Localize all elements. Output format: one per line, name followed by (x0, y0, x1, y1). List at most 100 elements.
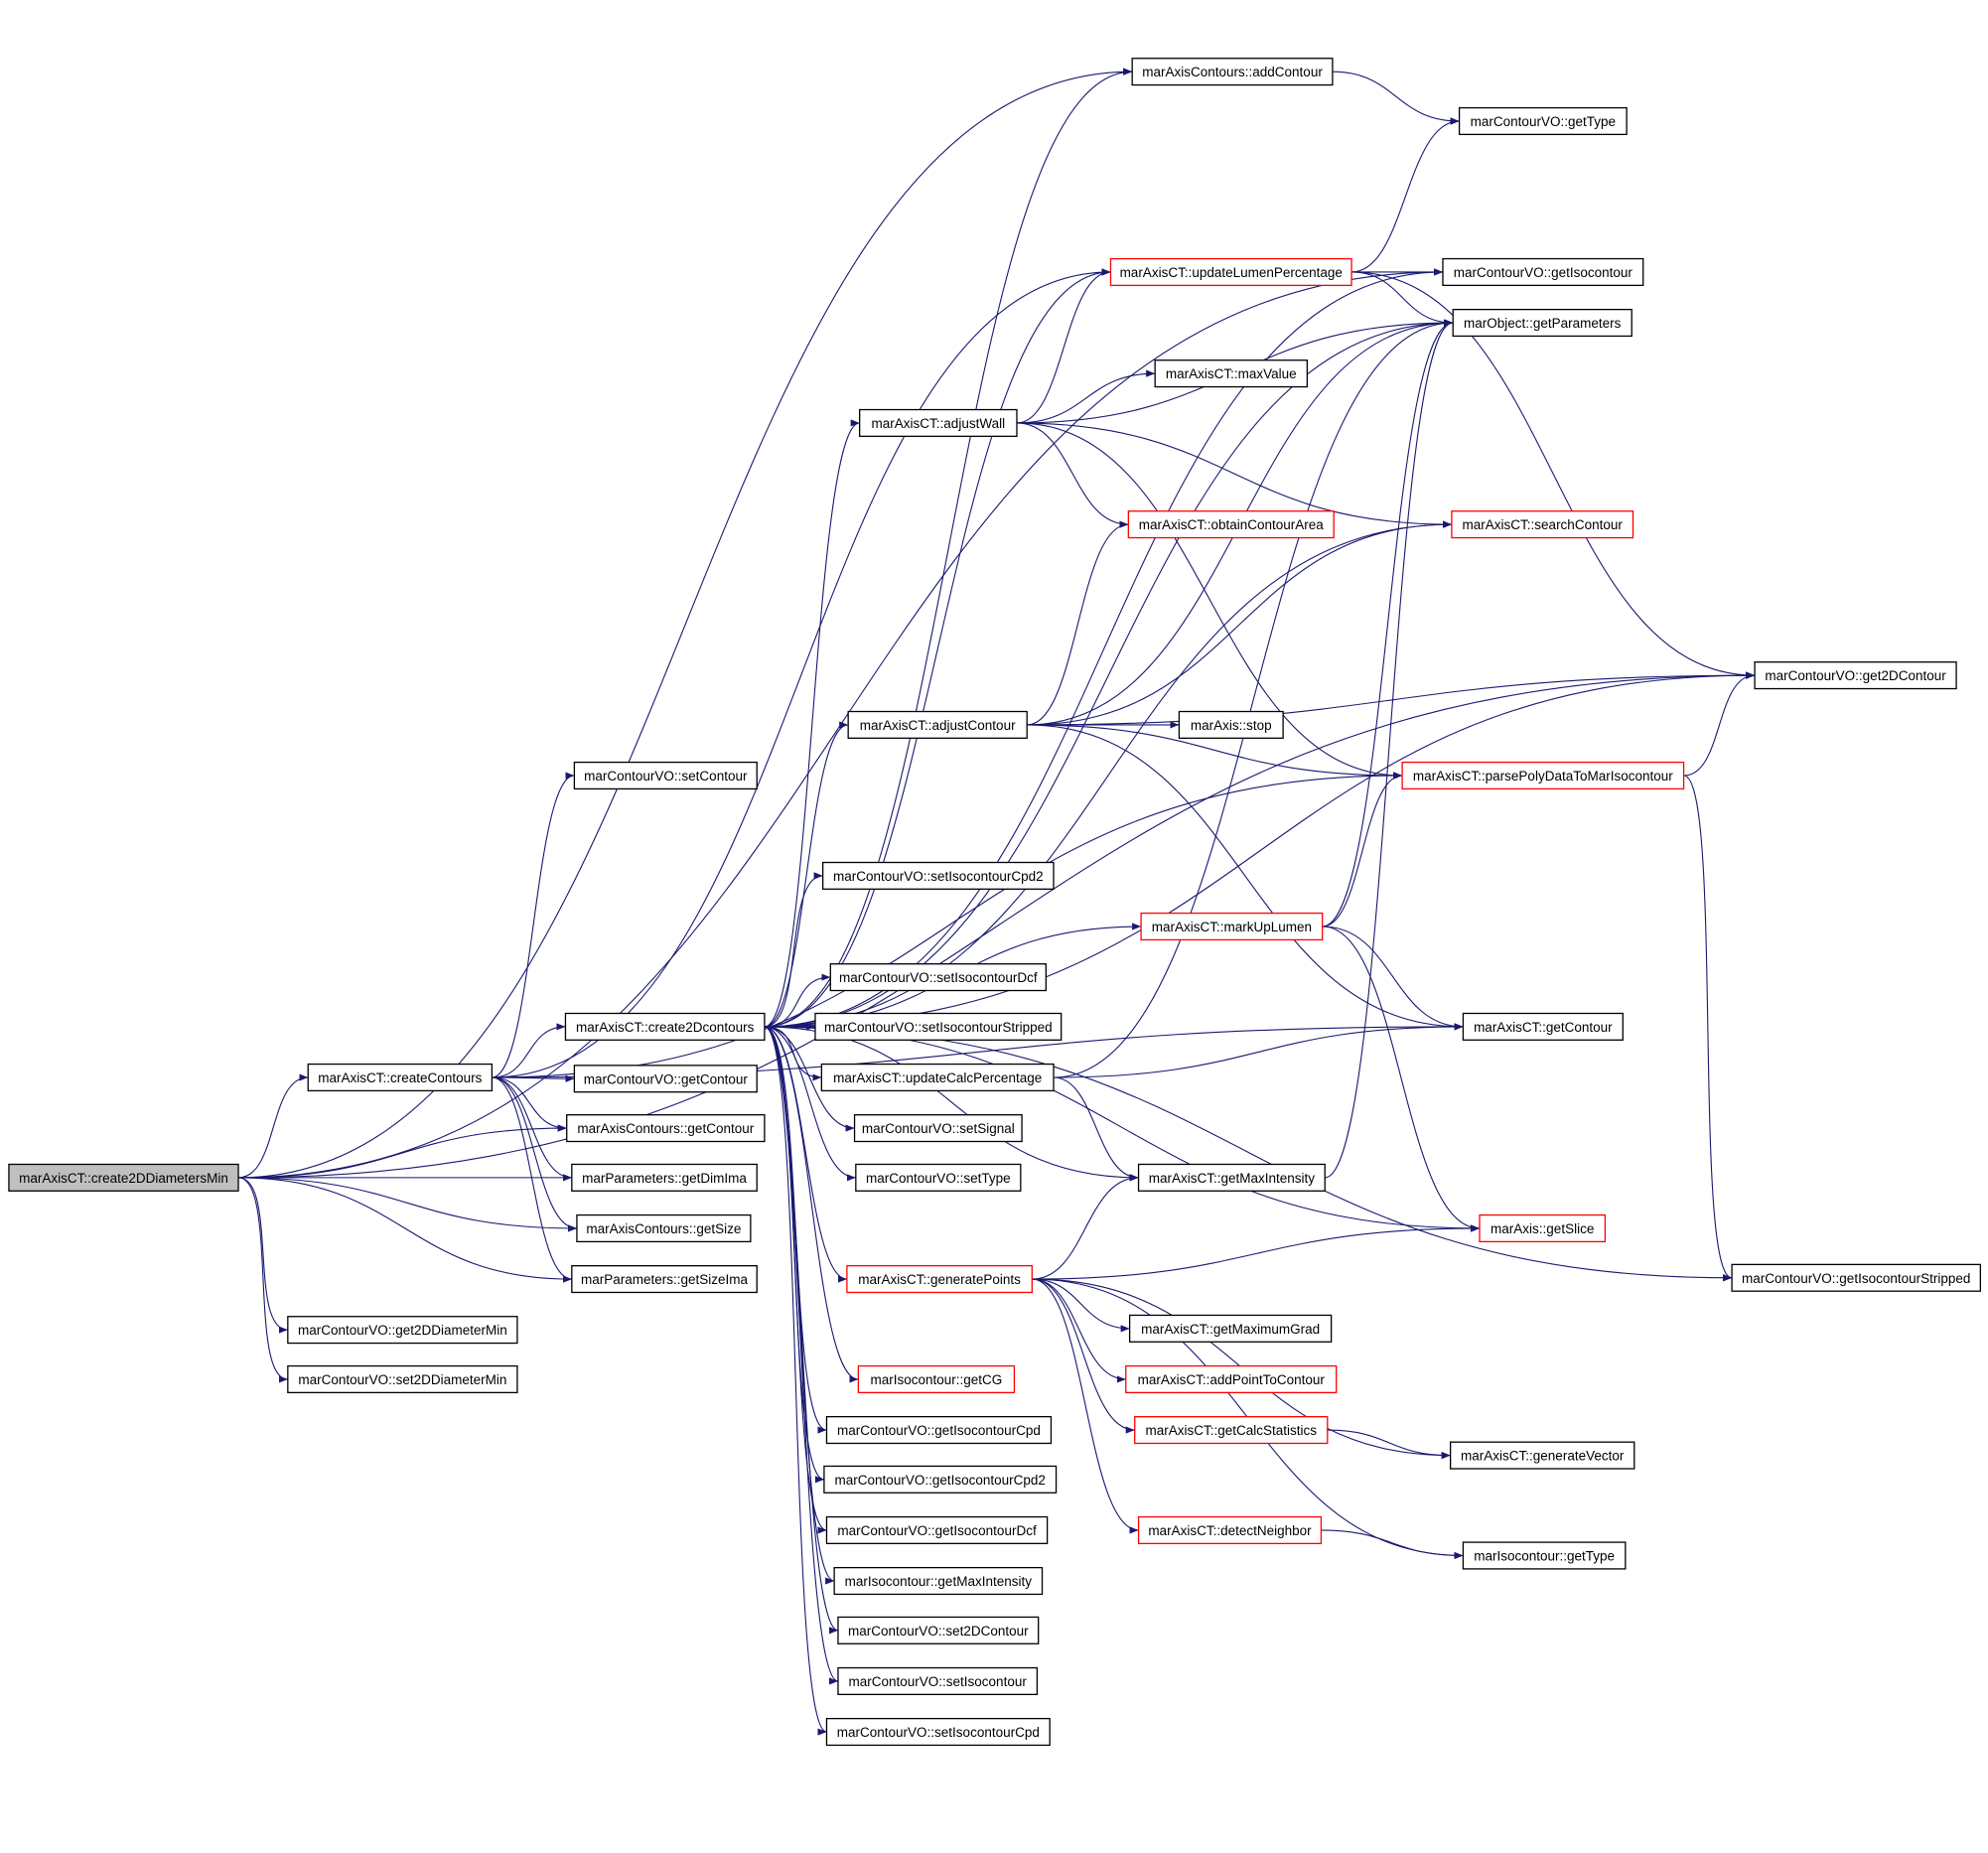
node-box[interactable] (1479, 1213, 1607, 1243)
node-box[interactable] (566, 1114, 766, 1143)
node-box[interactable] (1449, 1441, 1635, 1470)
node-box[interactable] (576, 1213, 752, 1243)
node-box[interactable] (825, 1717, 1051, 1747)
node-box[interactable] (837, 1666, 1039, 1695)
node-mar-contour-vo-set-contour[interactable]: marContourVO::setContour (573, 761, 758, 790)
node-mar-contour-vo-set-isocontour[interactable]: marContourVO::setIsocontour (837, 1666, 1039, 1695)
node-box[interactable] (1731, 1263, 1981, 1292)
node-box[interactable] (833, 1566, 1044, 1596)
node-box[interactable] (1401, 761, 1685, 790)
node-box[interactable] (287, 1316, 518, 1345)
node-box[interactable] (564, 1012, 766, 1041)
node-mar-axis-stop[interactable]: marAxis::stop (1178, 710, 1284, 739)
node-box[interactable] (855, 1163, 1022, 1192)
node-mar-contour-vo-get-isocontour[interactable]: marContourVO::getIsocontour (1442, 257, 1644, 287)
node-mar-contour-vo-get-type[interactable]: marContourVO::getType (1458, 106, 1628, 136)
node-box[interactable] (859, 408, 1018, 438)
node-box[interactable] (821, 861, 1055, 890)
node-mar-axis-ct-adjust-contour[interactable]: marAxisCT::adjustContour (847, 710, 1028, 739)
node-box[interactable] (1137, 1515, 1323, 1545)
node-box[interactable] (1154, 359, 1309, 388)
node-box[interactable] (573, 1065, 758, 1093)
node-box[interactable] (1109, 257, 1352, 287)
node-mar-parameters-get-dim-ima[interactable]: marParameters::getDimIma (571, 1163, 758, 1192)
node-box[interactable] (1140, 912, 1324, 941)
node-box[interactable] (814, 1012, 1063, 1041)
node-mar-axis-ct-get-max-intensity[interactable]: marAxisCT::getMaxIntensity (1137, 1163, 1326, 1192)
node-mar-axis-ct-mark-up-lumen[interactable]: marAxisCT::markUpLumen (1140, 912, 1324, 941)
node-box[interactable] (1134, 1415, 1329, 1445)
node-mar-axis-contours-add-contour[interactable]: marAxisContours::addContour (1131, 58, 1334, 86)
node-box[interactable] (307, 1063, 494, 1092)
node-mar-axis-ct-create-contours[interactable]: marAxisCT::createContours (307, 1063, 494, 1092)
node-mar-axis-ct-get-maximum-grad[interactable]: marAxisCT::getMaximumGrad (1128, 1314, 1333, 1343)
node-box[interactable] (1442, 257, 1644, 287)
node-box[interactable] (1137, 1163, 1326, 1192)
node-box[interactable] (1451, 510, 1634, 539)
node-mar-contour-vo-set-isocontour-stripped[interactable]: marContourVO::setIsocontourStripped (814, 1012, 1063, 1041)
node-mar-axis-ct-add-point-to-contour[interactable]: marAxisCT::addPointToContour (1125, 1364, 1338, 1394)
node-box[interactable] (1127, 510, 1335, 539)
node-box[interactable] (829, 963, 1047, 992)
node-mar-axis-get-slice[interactable]: marAxis::getSlice (1479, 1213, 1607, 1243)
node-mar-isocontour-get-type[interactable]: marIsocontour::getType (1462, 1541, 1627, 1570)
node-mar-contour-vo-get-isocontour-cpd2[interactable]: marContourVO::getIsocontourCpd2 (823, 1465, 1058, 1494)
node-box[interactable] (571, 1163, 758, 1192)
node-box[interactable] (853, 1114, 1023, 1143)
node-mar-axis-contours-get-contour[interactable]: marAxisContours::getContour (566, 1114, 766, 1143)
node-box[interactable] (846, 1265, 1033, 1294)
node-mar-contour-vo-set-type[interactable]: marContourVO::setType (855, 1163, 1022, 1192)
node-box[interactable] (8, 1163, 239, 1192)
node-box[interactable] (1462, 1012, 1624, 1041)
node-mar-axis-ct-create2-dcontours[interactable]: marAxisCT::create2Dcontours (564, 1012, 766, 1041)
node-box[interactable] (847, 710, 1028, 739)
node-mar-contour-vo-get2-ddiameter-min[interactable]: marContourVO::get2DDiameterMin (287, 1316, 518, 1345)
node-box[interactable] (573, 761, 758, 790)
node-mar-axis-ct-get-calc-statistics[interactable]: marAxisCT::getCalcStatistics (1134, 1415, 1329, 1445)
node-mar-axis-ct-create2-ddiameters-min[interactable]: marAxisCT::create2DDiametersMin (8, 1163, 239, 1192)
node-box[interactable] (823, 1465, 1058, 1494)
node-box[interactable] (1754, 661, 1957, 690)
node-box[interactable] (571, 1265, 758, 1294)
node-mar-object-get-parameters[interactable]: marObject::getParameters (1452, 308, 1633, 338)
node-mar-contour-vo-set2-dcontour[interactable]: marContourVO::set2DContour (837, 1616, 1040, 1644)
node-mar-axis-ct-adjust-wall[interactable]: marAxisCT::adjustWall (859, 408, 1018, 438)
node-box[interactable] (825, 1415, 1053, 1445)
node-mar-axis-ct-search-contour[interactable]: marAxisCT::searchContour (1451, 510, 1634, 539)
node-mar-contour-vo-get2-dcontour[interactable]: marContourVO::get2DContour (1754, 661, 1957, 690)
node-mar-contour-vo-get-isocontour-dcf[interactable]: marContourVO::getIsocontourDcf (825, 1515, 1049, 1545)
node-mar-contour-vo-set-isocontour-cpd[interactable]: marContourVO::setIsocontourCpd (825, 1717, 1051, 1747)
node-mar-contour-vo-set-signal[interactable]: marContourVO::setSignal (853, 1114, 1023, 1143)
node-mar-axis-ct-max-value[interactable]: marAxisCT::maxValue (1154, 359, 1309, 388)
node-mar-axis-ct-detect-neighbor[interactable]: marAxisCT::detectNeighbor (1137, 1515, 1323, 1545)
node-mar-axis-ct-update-lumen-percentage[interactable]: marAxisCT::updateLumenPercentage (1109, 257, 1352, 287)
node-box[interactable] (1131, 58, 1334, 86)
node-mar-contour-vo-get-contour[interactable]: marContourVO::getContour (573, 1065, 758, 1093)
node-mar-axis-ct-obtain-contour-area[interactable]: marAxisCT::obtainContourArea (1127, 510, 1335, 539)
node-box[interactable] (1462, 1541, 1627, 1570)
node-box[interactable] (825, 1515, 1049, 1545)
node-box[interactable] (1178, 710, 1284, 739)
node-box[interactable] (287, 1364, 518, 1394)
node-mar-axis-contours-get-size[interactable]: marAxisContours::getSize (576, 1213, 752, 1243)
node-box[interactable] (857, 1364, 1016, 1394)
node-mar-axis-ct-get-contour[interactable]: marAxisCT::getContour (1462, 1012, 1624, 1041)
node-box[interactable] (837, 1616, 1040, 1644)
node-box[interactable] (1128, 1314, 1333, 1343)
node-mar-axis-ct-generate-vector[interactable]: marAxisCT::generateVector (1449, 1441, 1635, 1470)
node-box[interactable] (1452, 308, 1633, 338)
node-box[interactable] (1125, 1364, 1338, 1394)
node-box[interactable] (1458, 106, 1628, 136)
node-mar-parameters-get-size-ima[interactable]: marParameters::getSizeIma (571, 1265, 758, 1294)
node-mar-contour-vo-set-isocontour-dcf[interactable]: marContourVO::setIsocontourDcf (829, 963, 1047, 992)
node-mar-isocontour-get-max-intensity[interactable]: marIsocontour::getMaxIntensity (833, 1566, 1044, 1596)
node-mar-axis-ct-generate-points[interactable]: marAxisCT::generatePoints (846, 1265, 1033, 1294)
node-mar-contour-vo-get-isocontour-stripped[interactable]: marContourVO::getIsocontourStripped (1731, 1263, 1981, 1292)
node-mar-contour-vo-set-isocontour-cpd2[interactable]: marContourVO::setIsocontourCpd2 (821, 861, 1055, 890)
node-mar-contour-vo-set2-ddiameter-min[interactable]: marContourVO::set2DDiameterMin (287, 1364, 518, 1394)
node-mar-axis-ct-update-calc-percentage[interactable]: marAxisCT::updateCalcPercentage (820, 1063, 1055, 1092)
node-mar-isocontour-get-cg[interactable]: marIsocontour::getCG (857, 1364, 1016, 1394)
node-mar-axis-ct-parse-poly-data-to-mar-isocontour[interactable]: marAxisCT::parsePolyDataToMarIsocontour (1401, 761, 1685, 790)
node-mar-contour-vo-get-isocontour-cpd[interactable]: marContourVO::getIsocontourCpd (825, 1415, 1053, 1445)
node-box[interactable] (820, 1063, 1055, 1092)
